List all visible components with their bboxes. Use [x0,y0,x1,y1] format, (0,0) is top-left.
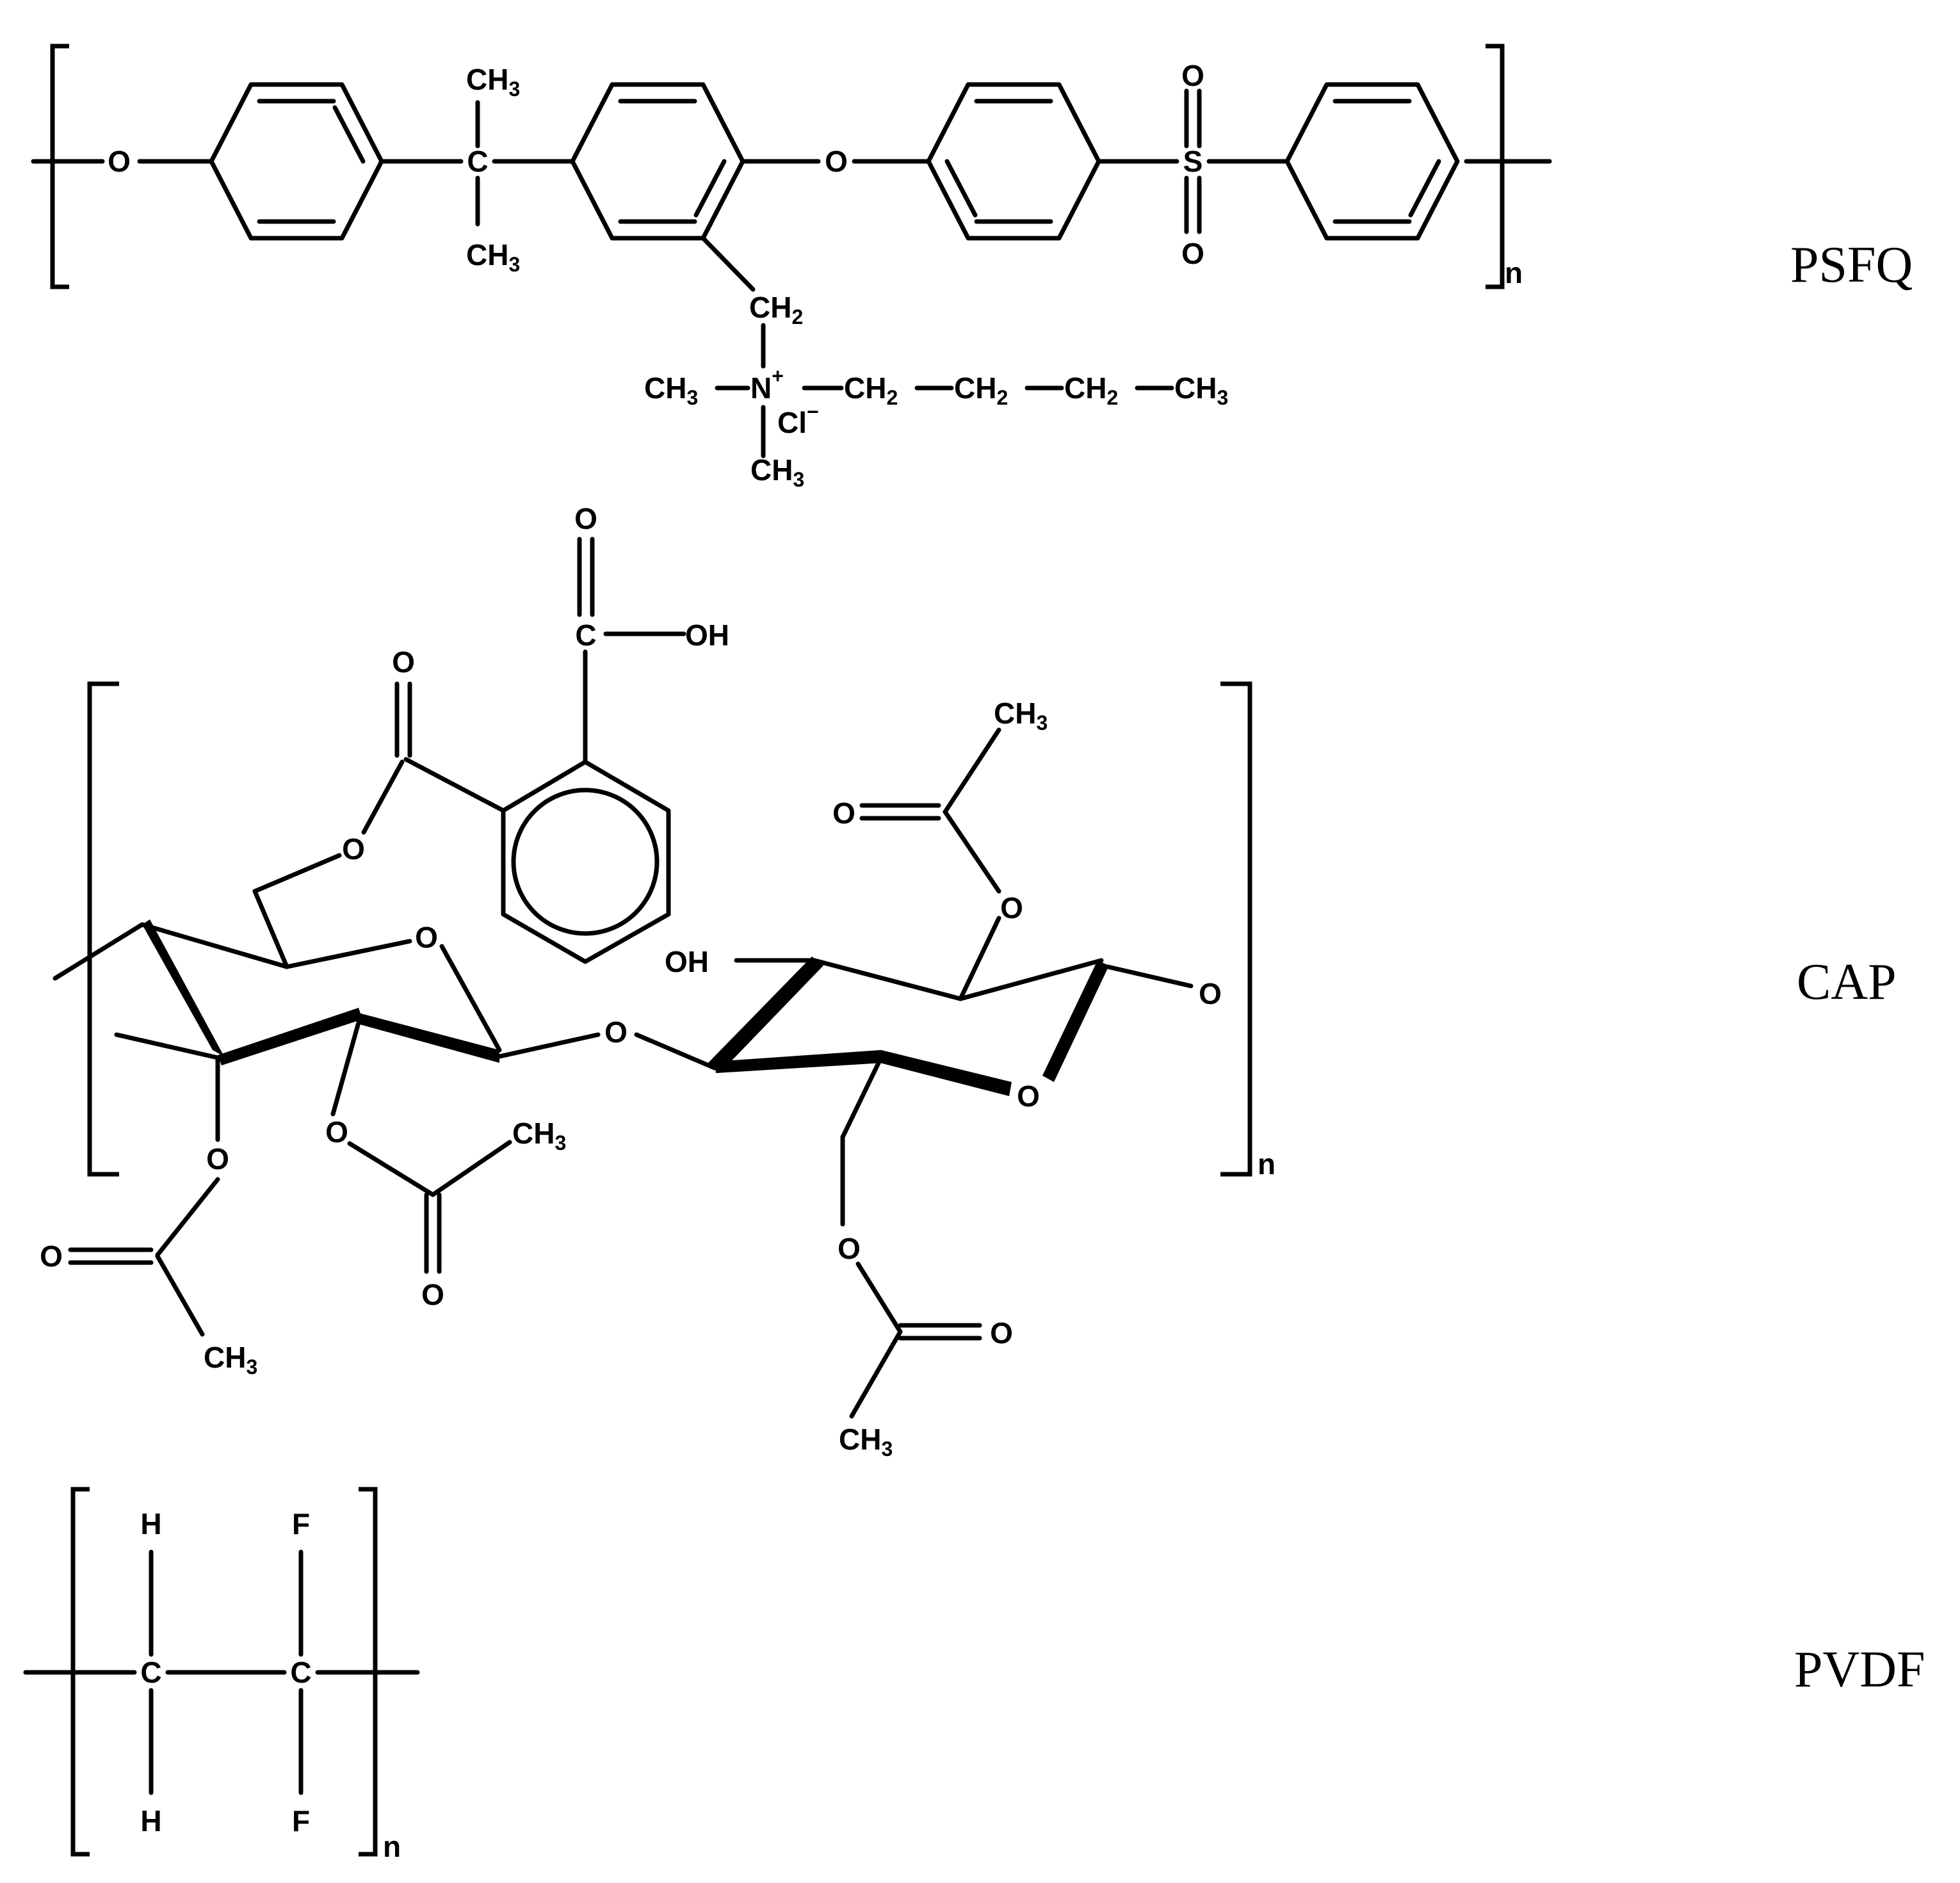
psfq-structure: O C CH3 CH3 O S O O CH2 CH3 N+ CH2 CH2 C… [31,44,1552,491]
cap-carboxyl-oxygen: O [574,502,597,535]
psfq-n-methyl-left: CH3 [644,371,698,409]
cap-left-bracket [87,681,119,1177]
psfq-sulfur: S [1183,145,1203,178]
cap-carboxyl-carbon: C [575,618,596,652]
psfq-propyl-ch2-1: CH2 [844,371,898,409]
pvdf-hydrogen-top: H [140,1507,161,1540]
cap-carboxyl-oh: OH [685,618,729,652]
pvdf-fluorine-bottom: F [292,1804,310,1838]
cap-ring2-oxygen: O [1017,1079,1040,1113]
cap-acetyl-link-top: O [1000,891,1023,925]
benzene-ring-4 [1284,82,1460,241]
cap-acetyl-ch3-left-2: CH3 [512,1117,566,1154]
psfq-left-bracket [50,44,69,289]
benzene-ring-2 [570,82,745,241]
psfq-right-bracket [1486,44,1505,289]
cap-aromatic-circle [511,788,660,936]
cap-acetyl-link-left-2: O [325,1115,348,1149]
cap-glycosidic-oxygen: O [604,1015,628,1049]
cap-label: CAP [1797,954,1897,1010]
cap-acetyl-ch3-right: CH3 [839,1423,893,1460]
cap-structure: O C OH O O O O OH CH3 O O O O O O CH3 O … [40,502,1276,1460]
pvdf-structure: H F C C H F n [23,1487,420,1863]
psfq-propyl-ch2-3: CH2 [1064,371,1118,409]
psfq-n-methyl-bottom: CH3 [750,453,804,491]
pvdf-hydrogen-bottom: H [140,1804,161,1838]
cap-acetyl-carbonyl-right: O [990,1316,1013,1350]
cap-acetyl-link-right: O [838,1232,861,1265]
cap-repeat-n: n [1258,1147,1276,1181]
cap-acetyl-ch3-left-1: CH3 [204,1341,257,1378]
pvdf-carbon-left: C [140,1656,161,1689]
psfq-sulfone-oxygen-top: O [1181,59,1204,92]
pvdf-label: PVDF [1794,1642,1925,1698]
cap-acetyl-carbonyl-left-2: O [421,1278,444,1311]
pvdf-repeat-n: n [383,1830,401,1863]
psfq-ch3-bottom: CH3 [466,238,520,276]
psfq-label: PSFQ [1790,237,1913,293]
pvdf-fluorine-top: F [292,1507,310,1540]
pvdf-carbon-right: C [290,1656,311,1689]
psfq-chloride: Cl− [777,400,819,439]
psfq-repeat-n: n [1505,256,1523,289]
cap-right-bracket [1220,681,1252,1177]
cap-acetyl-carbonyl-top: O [832,796,855,830]
psfq-propyl-ch3: CH3 [1174,371,1228,409]
psfq-ch2-side: CH2 [749,291,803,328]
cap-acetyl-link-left-1: O [206,1142,229,1176]
cap-ester-link-oxygen: O [342,832,365,866]
psfq-ch3-top: CH3 [466,63,520,101]
psfq-quaternary-carbon: C [467,145,488,178]
psfq-ammonium-nitrogen: N+ [750,364,784,405]
cap-hydroxyl: OH [665,945,709,978]
benzene-ring-3 [926,82,1101,241]
cap-ring2-end-oxygen: O [1199,977,1222,1010]
psfq-ether-oxygen: O [825,145,848,178]
cap-acetyl-carbonyl-left-1: O [40,1240,63,1273]
psfq-sulfone-oxygen-bottom: O [1181,237,1204,270]
psfq-propyl-ch2-2: CH2 [954,371,1008,409]
psfq-oxygen-1: O [108,145,131,178]
cap-ring1-oxygen: O [415,921,438,954]
cap-acetyl-ch3-top: CH3 [994,697,1048,734]
benzene-ring-1 [209,82,384,241]
cap-ester-carbonyl-oxygen: O [392,645,415,679]
